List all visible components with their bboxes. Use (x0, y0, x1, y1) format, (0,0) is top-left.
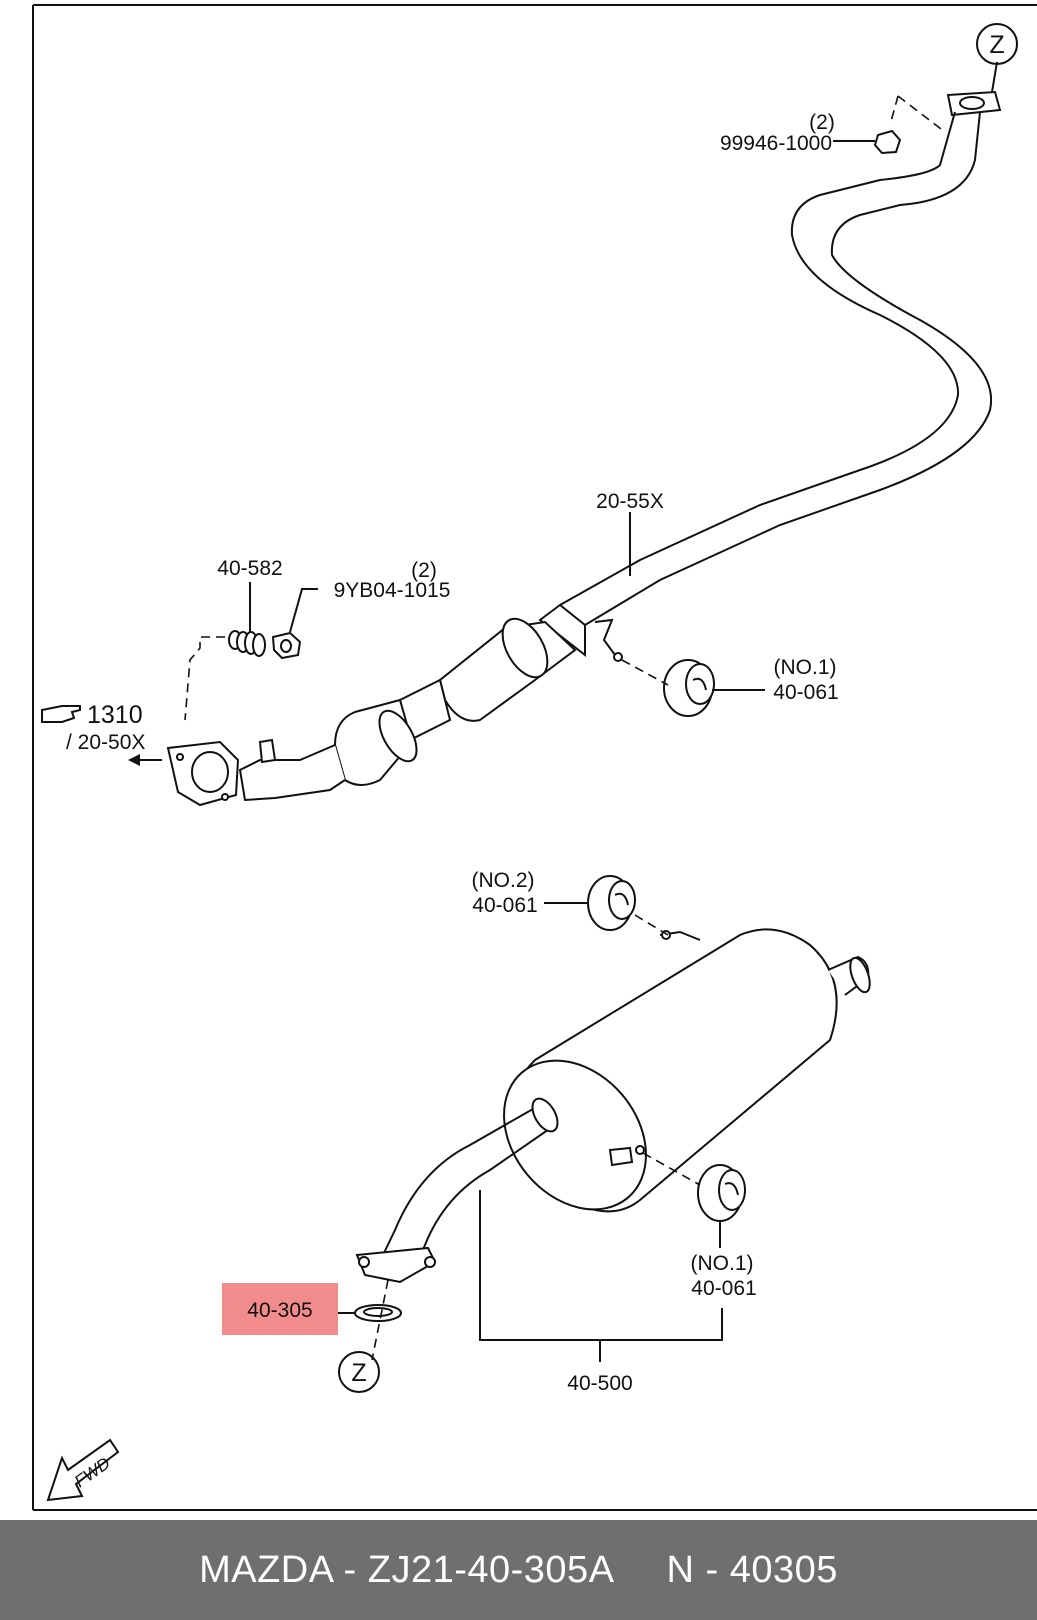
part-footer: MAZDA - ZJ21-40-305A N - 40305 (0, 1520, 1037, 1620)
spring-part[interactable] (228, 630, 266, 657)
hanger-no2-label[interactable]: 40-061 (472, 894, 537, 917)
front-pipe[interactable] (166, 90, 1002, 807)
leader-z-top (991, 61, 998, 93)
silencer-label[interactable]: 40-500 (567, 1372, 632, 1395)
ref-arrow-head (128, 754, 140, 766)
z-bottom-label: Z (351, 1359, 366, 1387)
bolt-label[interactable]: 9YB04-1015 (334, 579, 451, 602)
spring-dash-line (184, 636, 225, 721)
gasket-dash-line (371, 1279, 389, 1361)
exhaust-parts-diagram: Z Z (2) 99946-1000 20-55X 40-582 (2) 9YB… (32, 4, 1037, 1511)
qty-bolt-label: (2) (411, 559, 437, 582)
hanger-no2-part[interactable] (587, 875, 636, 931)
hanger-front-part[interactable] (663, 659, 715, 717)
leader-bolt (289, 588, 318, 633)
gasket-label[interactable]: 40-305 (247, 1299, 312, 1322)
gasket-part[interactable] (354, 1304, 402, 1322)
hanger-rear-label[interactable]: 40-061 (691, 1277, 756, 1300)
bolt-part[interactable] (271, 631, 302, 660)
hanger-front-label[interactable]: 40-061 (773, 681, 838, 704)
part-number: MAZDA - ZJ21-40-305A (199, 1548, 615, 1591)
hanger-rear-dash (642, 1152, 701, 1186)
spring-label[interactable]: 40-582 (217, 557, 282, 580)
hanger-front-no-label: (NO.1) (774, 656, 837, 679)
hanger-front-dash (621, 659, 669, 686)
fwd-arrow-icon: FWD (46, 1438, 120, 1502)
qty-nut-label: (2) (809, 111, 835, 134)
pointing-hand-icon (41, 705, 81, 723)
front-pipe-label[interactable]: 20-55X (596, 490, 664, 513)
gasket-highlight (222, 1283, 338, 1335)
nut-part[interactable] (873, 95, 946, 155)
ref-number: N - 40305 (666, 1548, 838, 1591)
ref-main-label[interactable]: 1310 (87, 701, 143, 729)
hanger-no2-no-label: (NO.2) (472, 869, 535, 892)
z-marker-top: Z (976, 23, 1018, 65)
hanger-rear-part[interactable] (697, 1164, 746, 1222)
silencer[interactable] (355, 928, 874, 1284)
ref-sub-label[interactable]: / 20-50X (66, 731, 145, 754)
leader-silencer-bracket (479, 1190, 723, 1341)
hanger-no2-dash (634, 914, 669, 936)
hanger-rear-no-label: (NO.1) (691, 1252, 754, 1275)
z-top-label: Z (989, 31, 1004, 59)
z-marker-bottom: Z (338, 1351, 380, 1393)
nut-label[interactable]: 99946-1000 (720, 132, 832, 155)
